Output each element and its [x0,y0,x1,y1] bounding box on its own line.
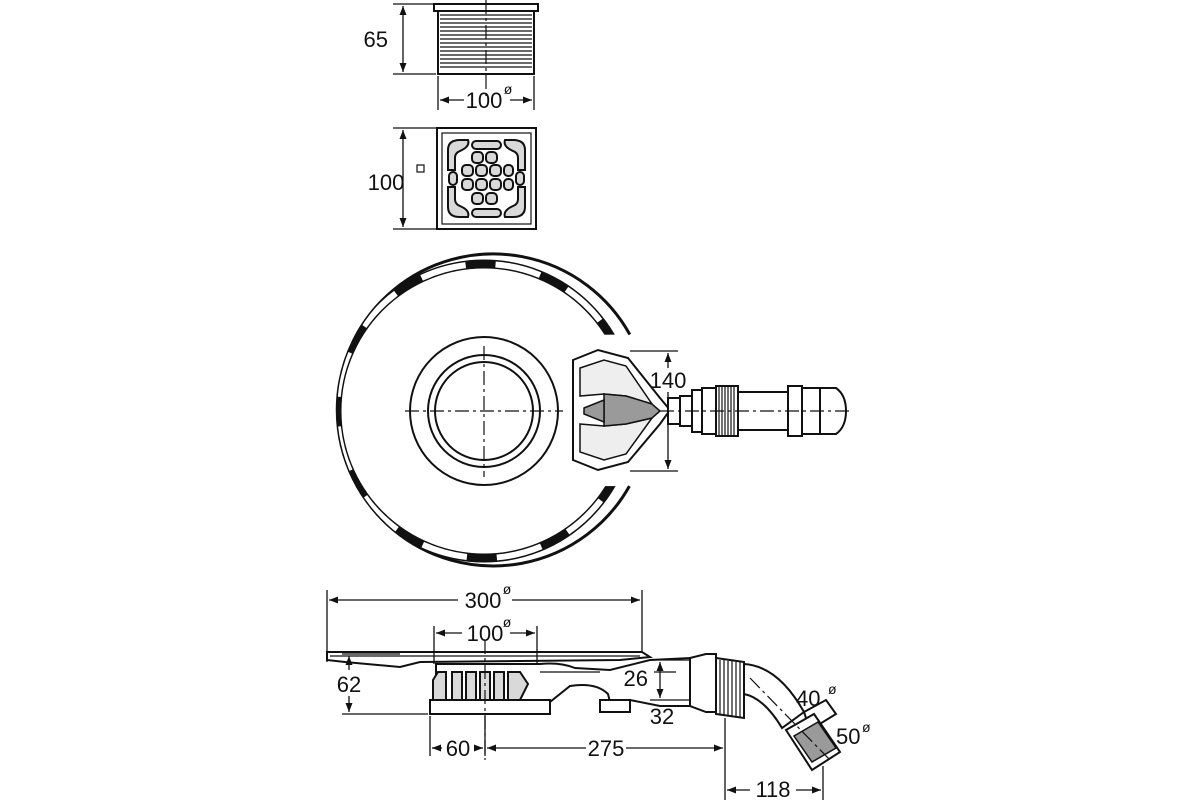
grate-square-label: 100 [368,170,405,195]
outlet-span-label: 140 [650,368,687,393]
dimension-outlet-gaps: 26 32 [624,659,690,729]
grate-top-width-label: 100 [466,88,503,113]
dimension-drain-diameter: 100 ø [433,614,538,664]
outlet-gap-lower-label: 32 [650,704,674,729]
dimension-pipe-diameters: 40 ø 50 ø [796,681,871,749]
grate-side-view [433,0,539,100]
dimension-outlet-reach: 118 [727,766,824,800]
dimension-grate-square: 100 [368,127,436,230]
drain-diameter-label: 100 [467,621,504,646]
dimension-plate-diameter: 300 ø [326,581,643,662]
dimension-outlet-span: 140 [630,350,687,472]
diameter-symbol: ø [504,81,513,97]
pipe-inner-label: 40 [796,686,820,711]
offset-outlet-label: 275 [588,736,625,761]
grate-height-label: 65 [364,27,388,52]
dimension-total-height: 62 [337,653,428,715]
pipe-outer-label: 50 [836,724,860,749]
diameter-symbol: ø [503,614,512,630]
dimension-bottom-offsets: 60 275 [429,716,726,800]
base-side-view [326,640,842,772]
diameter-symbol: ø [828,681,837,697]
diameter-symbol: ø [862,719,871,735]
grate-top-view [436,127,537,230]
outlet-reach-label: 118 [755,777,790,800]
base-slots [337,259,630,563]
square-symbol-icon [416,164,425,173]
total-height-label: 62 [337,672,361,697]
diameter-symbol: ø [503,581,512,597]
outlet-gap-upper-label: 26 [624,666,648,691]
plate-diameter-label: 300 [465,588,502,613]
base-top-view [335,252,850,568]
dimension-grate-height: 65 [364,3,436,75]
dimension-grate-top-width: 100 ø [437,76,535,113]
offset-left-label: 60 [446,736,470,761]
